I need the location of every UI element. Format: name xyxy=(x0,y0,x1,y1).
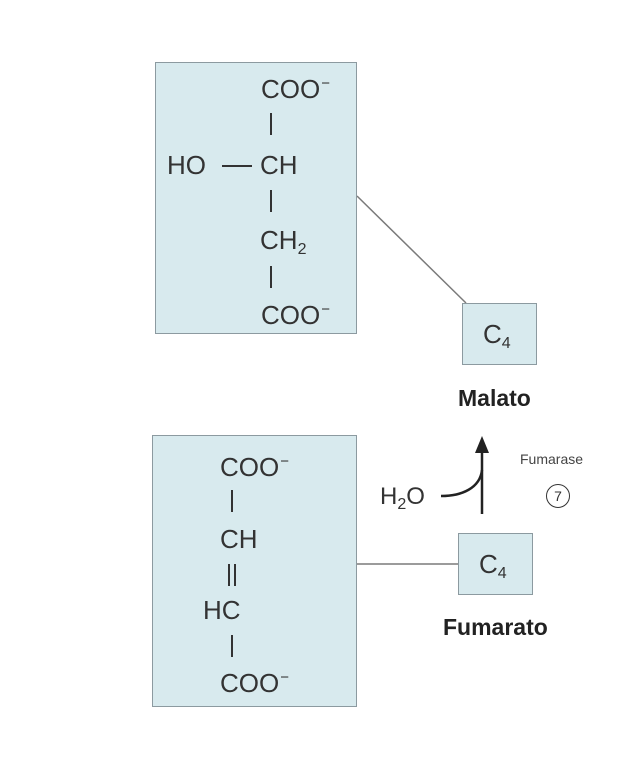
fumarate-structure-box: COO− CH HC COO− xyxy=(152,435,357,707)
fumarate-name: Fumarato xyxy=(443,614,548,640)
enzyme-label: Fumarase xyxy=(520,451,584,467)
fumarate-ch-group: CH xyxy=(220,524,258,554)
malate-top-carboxylate: COO− xyxy=(261,74,330,104)
malate-bond-3 xyxy=(270,266,272,288)
fumarate-c4-node: C4 xyxy=(458,533,533,595)
step-number-circle: 7 xyxy=(546,484,570,508)
malate-name: Malato xyxy=(458,385,531,411)
malate-ch2-group: CH2 xyxy=(260,225,307,258)
fumarate-bond-1 xyxy=(231,490,233,512)
malate-c4-label: C4 xyxy=(483,319,511,352)
malate-connector-line xyxy=(356,195,467,304)
water-label: H2O xyxy=(380,483,425,513)
fumarate-c4-label: C4 xyxy=(479,549,507,582)
fumarate-bond-3 xyxy=(231,635,233,657)
malate-bond-1 xyxy=(270,113,272,135)
fumarate-double-bond-left xyxy=(228,564,230,586)
malate-ho-bond xyxy=(222,165,252,167)
malate-bond-2 xyxy=(270,190,272,212)
reaction-arrow-head xyxy=(475,436,489,453)
malate-structure-box: COO− HO CH CH2 COO− xyxy=(155,62,357,334)
malate-c4-node: C4 xyxy=(462,303,537,365)
water-input-curve xyxy=(440,469,484,498)
fumarate-top-carboxylate: COO− xyxy=(220,452,289,482)
malate-ch-group: CH xyxy=(260,150,298,180)
step-number: 7 xyxy=(554,488,562,504)
fumarate-hc-group: HC xyxy=(203,595,241,625)
fumarate-double-bond-right xyxy=(234,564,236,586)
malate-bottom-carboxylate: COO− xyxy=(261,300,330,330)
fumarate-bottom-carboxylate: COO− xyxy=(220,668,289,698)
malate-hydroxyl-group: HO xyxy=(167,150,206,180)
